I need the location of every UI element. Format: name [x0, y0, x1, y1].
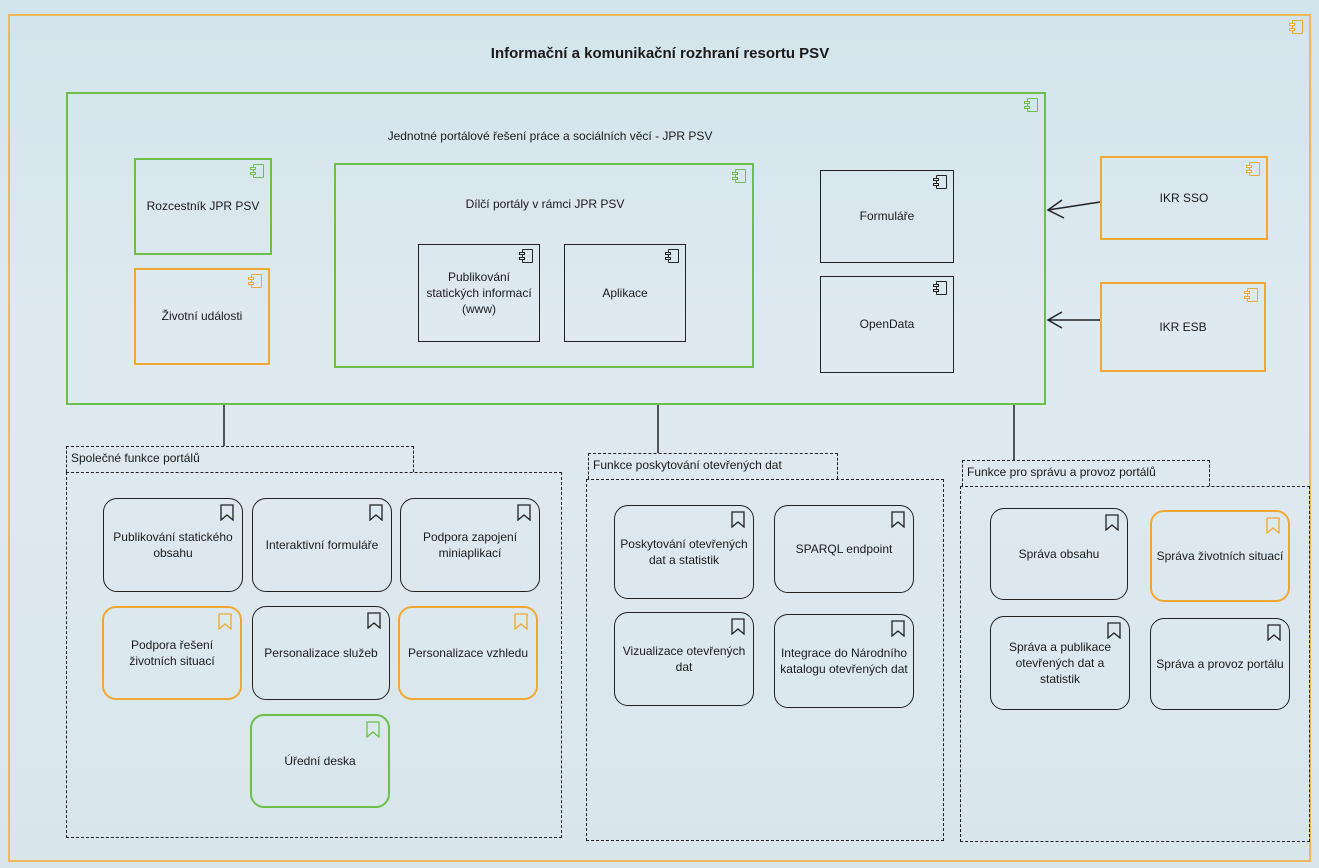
- component-icon: [519, 249, 533, 263]
- function-label: Podpora zapojení miniaplikací: [422, 529, 518, 560]
- rozcestnik-box: Rozcestník JPR PSV: [134, 158, 272, 255]
- function-icon: [891, 620, 905, 637]
- function-label: Interaktivní formuláře: [265, 537, 379, 552]
- function-icon: [218, 613, 232, 630]
- function-poskytovani-dat: Poskytování otevřených dat a statistik: [614, 505, 754, 599]
- function-icon: [366, 721, 380, 738]
- function-label: Správa životních situací: [1156, 548, 1284, 563]
- outer-frame: [8, 14, 1311, 862]
- function-interaktivni-formulare: Interaktivní formuláře: [252, 498, 392, 592]
- spolecne-funkce-group: [66, 472, 562, 838]
- component-icon: [665, 249, 679, 263]
- zivotni-udalosti-label: Životní události: [161, 309, 243, 324]
- otevrena-data-tab: Funkce poskytování otevřených dat: [588, 453, 838, 479]
- aplikace-label: Aplikace: [602, 285, 648, 300]
- component-icon: [248, 274, 262, 288]
- function-uredni-deska: Úřední deska: [250, 714, 390, 808]
- component-icon: [933, 281, 947, 295]
- function-icon: [367, 612, 381, 629]
- function-icon: [514, 613, 528, 630]
- function-sprava-zivotnich-situaci: Správa životních situací: [1150, 510, 1290, 602]
- function-icon: [1267, 624, 1281, 641]
- function-icon: [891, 511, 905, 528]
- function-label: Poskytování otevřených dat a statistik: [620, 536, 748, 567]
- function-label: SPARQL endpoint: [795, 541, 893, 556]
- function-sprava-provoz-portalu: Správa a provoz portálu: [1150, 618, 1290, 710]
- rozcestnik-label: Rozcestník JPR PSV: [146, 199, 260, 214]
- component-icon: [1024, 98, 1038, 112]
- dilci-portaly-label: Dílčí portály v rámci JPR PSV: [465, 197, 625, 211]
- function-label: Správa a publikace otevřených dat a stat…: [1008, 639, 1112, 687]
- function-integrace-nkod: Integrace do Národního katalogu otevřený…: [774, 614, 914, 708]
- component-icon: [933, 175, 947, 189]
- function-label: Správa a provoz portálu: [1156, 656, 1284, 671]
- jpr-psv-label: Jednotné portálové řešení práce a sociál…: [387, 129, 713, 143]
- sprava-label: Funkce pro správu a provoz portálů: [967, 465, 1156, 479]
- spolecne-funkce-tab: Společné funkce portálů: [66, 446, 414, 472]
- spolecne-funkce-label: Společné funkce portálů: [71, 451, 200, 465]
- component-icon: [1289, 20, 1303, 34]
- zivotni-udalosti-box: Životní události: [134, 268, 270, 365]
- formulare-label: Formuláře: [859, 209, 915, 224]
- component-icon: [732, 169, 746, 183]
- otevrena-data-group: [586, 479, 944, 841]
- function-icon: [731, 511, 745, 528]
- publikovani-www-box: Publikování statických informací (www): [418, 244, 540, 342]
- function-icon: [1107, 622, 1121, 639]
- opendata-box: OpenData: [820, 276, 954, 373]
- function-label: Úřední deska: [284, 753, 356, 768]
- sprava-tab: Funkce pro správu a provoz portálů: [962, 460, 1210, 486]
- aplikace-box: Aplikace: [564, 244, 686, 342]
- function-label: Publikování statického obsahu: [113, 529, 233, 560]
- function-label: Personalizace vzhledu: [407, 645, 529, 660]
- function-label: Podpora řešení životních situací: [129, 637, 215, 668]
- function-icon: [517, 504, 531, 521]
- otevrena-data-label: Funkce poskytování otevřených dat: [593, 458, 782, 472]
- opendata-label: OpenData: [859, 317, 915, 332]
- component-icon: [1244, 288, 1258, 302]
- formulare-box: Formuláře: [820, 170, 954, 263]
- function-icon: [1105, 514, 1119, 531]
- function-label: Vizualizace otevřených dat: [622, 643, 746, 674]
- function-label: Personalizace služeb: [264, 645, 378, 660]
- function-vizualizace-dat: Vizualizace otevřených dat: [614, 612, 754, 706]
- function-label: Integrace do Národního katalogu otevřený…: [780, 645, 908, 676]
- function-icon: [731, 618, 745, 635]
- function-icon: [220, 504, 234, 521]
- ikr-sso-box: IKR SSO: [1100, 156, 1268, 240]
- function-publikovani-obsahu: Publikování statického obsahu: [103, 498, 243, 592]
- ikr-sso-label: IKR SSO: [1159, 190, 1209, 205]
- function-sprava-obsahu: Správa obsahu: [990, 508, 1128, 600]
- component-icon: [250, 164, 264, 178]
- component-icon: [1246, 162, 1260, 176]
- ikr-esb-label: IKR ESB: [1159, 319, 1207, 334]
- function-sparql-endpoint: SPARQL endpoint: [774, 505, 914, 593]
- function-label: Správa obsahu: [1018, 546, 1100, 561]
- function-icon: [1266, 517, 1280, 534]
- function-sprava-publikace-dat: Správa a publikace otevřených dat a stat…: [990, 616, 1130, 710]
- function-personalizace-sluzeb: Personalizace služeb: [252, 606, 390, 700]
- function-podpora-zivotnich-situaci: Podpora řešení životních situací: [102, 606, 242, 700]
- publikovani-www-label: Publikování statických informací (www): [426, 269, 532, 317]
- ikr-esb-box: IKR ESB: [1100, 282, 1266, 372]
- jpr-psv-box: [66, 92, 1046, 405]
- function-podpora-miniaplikaci: Podpora zapojení miniaplikací: [400, 498, 540, 592]
- sprava-group: [960, 486, 1310, 842]
- diagram-title: Informační a komunikační rozhraní resort…: [490, 45, 830, 62]
- function-icon: [369, 504, 383, 521]
- dilci-portaly-box: [334, 163, 754, 368]
- function-personalizace-vzhledu: Personalizace vzhledu: [398, 606, 538, 700]
